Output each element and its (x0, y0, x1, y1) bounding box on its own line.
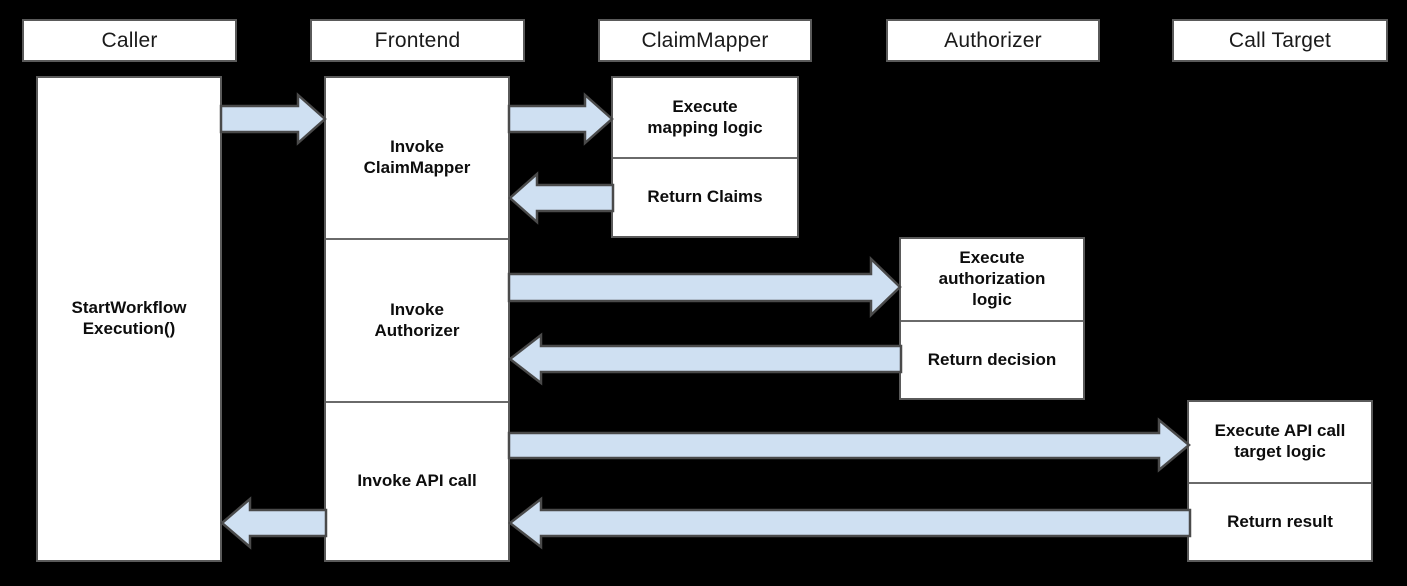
activation-claimmapper-execute-mapping-logic-label: Execute mapping logic (647, 97, 762, 138)
activation-line-3: logic (972, 289, 1012, 309)
activation-line-1: Return decision (927, 349, 1057, 369)
activation-line-1: Invoke (390, 299, 444, 319)
lane-header-caller-label: Caller (101, 28, 158, 52)
activation-line-2: ClaimMapper (363, 158, 471, 177)
activation-line-2: target logic (1234, 442, 1326, 461)
activation-line-1: Invoke API call (357, 471, 477, 491)
activation-caller-startworkflow[interactable]: StartWorkflow Execution() (38, 78, 220, 560)
activation-line-1: Execute (959, 248, 1025, 268)
activation-line-2: Execution() (82, 319, 176, 338)
lifeline-calltarget: Execute API call target logic Return res… (1187, 400, 1373, 562)
lane-header-calltarget-label: Call Target (1228, 28, 1332, 52)
activation-line-1: Return Claims (647, 187, 763, 207)
activation-frontend-invoke-authorizer[interactable]: Invoke Authorizer (326, 238, 508, 401)
lifeline-caller: StartWorkflow Execution() (36, 76, 222, 562)
activation-calltarget-return-result-label: Return result (1227, 512, 1333, 533)
message-arrow-claimmapper-to-frontend[interactable] (508, 171, 615, 225)
activation-authorizer-execute-authorization-logic[interactable]: Execute authorization logic (901, 239, 1083, 320)
activation-line-1: Execute API call (1214, 421, 1346, 441)
lifeline-authorizer: Execute authorization logic Return decis… (899, 237, 1085, 400)
activation-authorizer-return-decision-label: Return decision (928, 350, 1056, 371)
lane-header-authorizer-label: Authorizer (944, 28, 1042, 52)
lifeline-claimmapper: Execute mapping logic Return Claims (611, 76, 799, 238)
activation-calltarget-execute-api-call-target-logic-label: Execute API call target logic (1215, 421, 1346, 462)
lifeline-frontend: Invoke ClaimMapper Invoke Authorizer Inv… (324, 76, 510, 562)
activation-frontend-invoke-api-call-label: Invoke API call (357, 471, 476, 492)
lane-header-claimmapper[interactable]: ClaimMapper (598, 19, 812, 62)
activation-frontend-invoke-claimmapper-label: Invoke ClaimMapper (364, 137, 471, 178)
message-arrow-frontend-to-caller[interactable] (220, 496, 328, 550)
message-arrow-caller-to-frontend[interactable] (219, 92, 327, 146)
activation-claimmapper-return-claims-label: Return Claims (647, 187, 762, 208)
lane-header-claimmapper-label: ClaimMapper (641, 28, 769, 52)
activation-frontend-invoke-authorizer-label: Invoke Authorizer (375, 300, 460, 341)
activation-line-2: mapping logic (647, 117, 763, 137)
lane-header-calltarget[interactable]: Call Target (1172, 19, 1388, 62)
lane-header-frontend-label: Frontend (374, 28, 461, 52)
lane-header-authorizer[interactable]: Authorizer (886, 19, 1100, 62)
message-arrow-calltarget-to-frontend[interactable] (507, 496, 1192, 550)
activation-line-1: Execute (672, 96, 738, 116)
message-arrow-authorizer-to-frontend[interactable] (507, 332, 903, 386)
activation-authorizer-return-decision[interactable]: Return decision (901, 320, 1083, 398)
message-arrow-frontend-to-calltarget[interactable] (507, 417, 1191, 473)
activation-claimmapper-return-claims[interactable]: Return Claims (613, 157, 797, 236)
lane-header-frontend[interactable]: Frontend (310, 19, 525, 62)
activation-caller-startworkflow-label: StartWorkflow Execution() (72, 298, 187, 339)
activation-line-1: Return result (1227, 511, 1333, 531)
activation-calltarget-execute-api-call-target-logic[interactable]: Execute API call target logic (1189, 402, 1371, 482)
activation-calltarget-return-result[interactable]: Return result (1189, 482, 1371, 560)
activation-claimmapper-execute-mapping-logic[interactable]: Execute mapping logic (613, 78, 797, 157)
activation-frontend-invoke-api-call[interactable]: Invoke API call (326, 401, 508, 560)
activation-line-2: authorization (938, 269, 1046, 289)
lane-header-caller[interactable]: Caller (22, 19, 237, 62)
message-arrow-frontend-to-authorizer[interactable] (507, 256, 902, 318)
activation-authorizer-execute-authorization-logic-label: Execute authorization logic (939, 248, 1046, 310)
activation-line-1: Invoke (390, 137, 444, 157)
activation-line-1: StartWorkflow (71, 298, 187, 318)
activation-line-2: Authorizer (374, 320, 460, 340)
activation-frontend-invoke-claimmapper[interactable]: Invoke ClaimMapper (326, 78, 508, 238)
message-arrow-frontend-to-claimmapper[interactable] (507, 92, 614, 146)
